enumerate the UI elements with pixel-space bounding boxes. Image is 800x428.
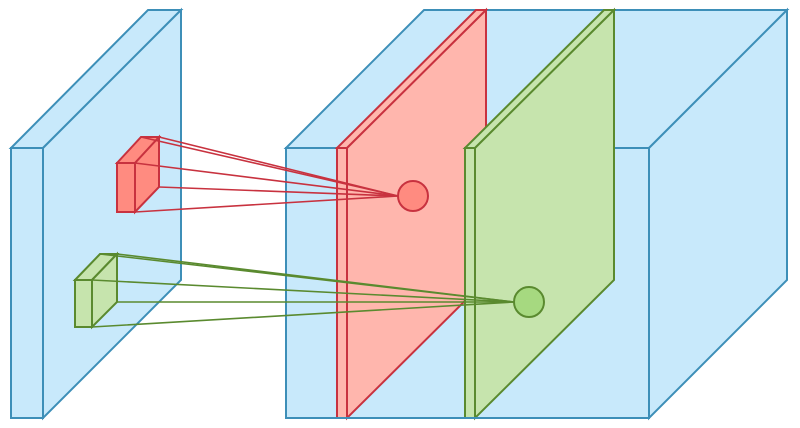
output-volume-front (285, 147, 650, 419)
green-connection-line (116, 253, 515, 303)
red-connection-line (134, 162, 399, 197)
green-connection-line (91, 301, 515, 328)
input-volume (8, 7, 184, 421)
green-connection-line (91, 279, 515, 303)
green-feature-map (462, 7, 617, 421)
red-connection-line (134, 195, 399, 213)
green-feature-map-edge (464, 147, 476, 419)
red-connection-line (158, 136, 399, 197)
red-output-neuron (397, 180, 429, 212)
green-output-neuron (513, 286, 545, 318)
connections (91, 136, 515, 328)
green-receptive-field (72, 251, 120, 330)
neurons (397, 180, 545, 318)
red-connection-line (158, 186, 399, 197)
red-cube-front (116, 162, 136, 213)
feature-maps (334, 7, 617, 421)
input-volume-front (10, 147, 44, 419)
green-cube-front (74, 279, 93, 328)
